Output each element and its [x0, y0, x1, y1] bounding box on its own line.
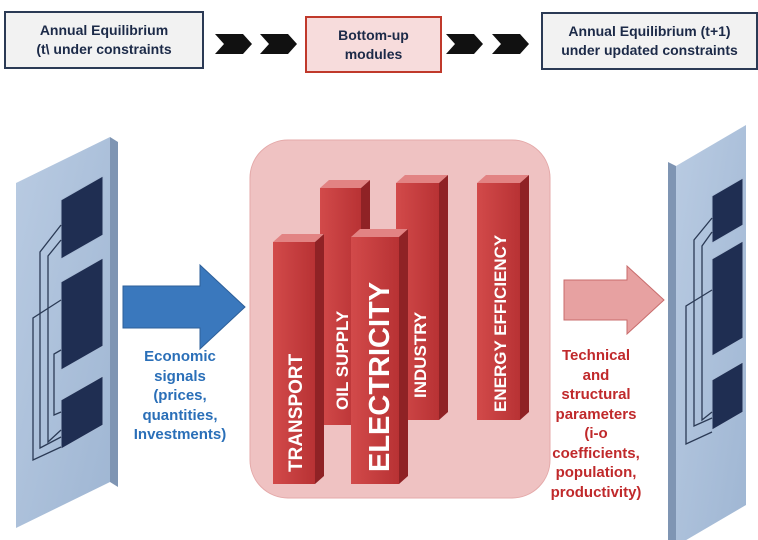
header-chevrons-right [446, 34, 529, 54]
chip-block [60, 375, 104, 450]
technical-parameters-text: Technical and structural parameters (i-o… [550, 347, 642, 501]
annual-equilibrium-t1-label: Annual Equilibrium (t+1) under updated c… [561, 23, 738, 58]
annual-equilibrium-t-box: Annual Equilibrium (t\ under constraints [4, 11, 204, 69]
chevron-right-icon [446, 34, 483, 54]
economic-signals-arrow [122, 263, 246, 351]
chevron-right-icon [215, 34, 252, 54]
left-economy-panel [16, 137, 118, 528]
chevron-right-icon [492, 34, 529, 54]
electricity-column [351, 229, 408, 484]
annual-equilibrium-t-label: Annual Equilibrium (t\ under constraints [36, 22, 172, 57]
chevron-right-icon [260, 34, 297, 54]
bottom-up-modules-box: Bottom-up modules [305, 16, 442, 73]
energy-efficiency-label: ENERGY EFFICIENCY [491, 234, 510, 412]
annual-equilibrium-t1-box: Annual Equilibrium (t+1) under updated c… [541, 12, 758, 70]
bottom-up-modules-label: Bottom-up modules [338, 26, 409, 62]
chip-block [711, 177, 744, 244]
chip-block [711, 240, 744, 357]
economic-signals-text: Economic signals (prices, quantities, In… [133, 348, 227, 443]
technical-parameters-arrow [563, 264, 665, 336]
oil-supply-label: OIL SUPPLY [333, 310, 352, 410]
right-economy-panel [668, 125, 746, 540]
industry-label: INDUSTRY [411, 311, 430, 398]
electricity-label: ELECTRICITY [364, 282, 396, 472]
header-chevrons-left [215, 34, 297, 54]
chip-block [60, 257, 104, 371]
chip-block [711, 361, 744, 431]
energy-efficiency-column [477, 175, 529, 420]
transport-label: TRANSPORT [286, 353, 307, 472]
chip-block [60, 175, 104, 260]
transport-column [273, 234, 324, 484]
